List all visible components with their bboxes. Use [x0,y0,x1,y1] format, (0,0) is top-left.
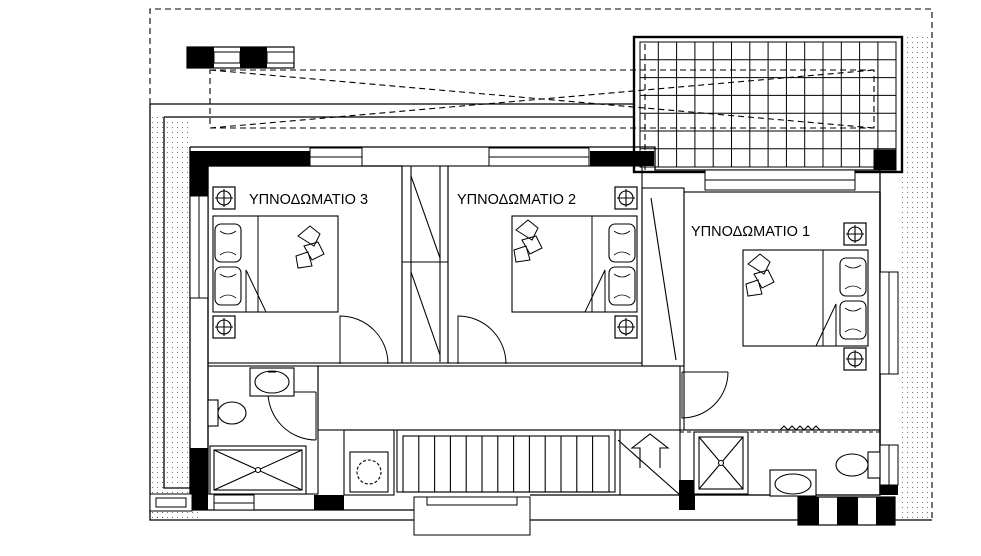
label-bedroom-2: ΥΠΝΟΔΩΜΑΤΙΟ 2 [457,192,576,208]
bathroom-left-fixtures [207,367,389,495]
bed-bedroom-2 [511,215,638,313]
staircase [396,429,681,496]
bed-bedroom-1 [742,249,869,347]
bed-bedroom-3 [212,215,339,313]
solid-wall-fill [190,151,898,510]
balcony-rail-bottom [797,496,896,526]
windows [149,147,899,536]
label-bedroom-3: ΥΠΝΟΔΩΜΑΤΙΟ 3 [249,192,368,208]
label-bedroom-1: ΥΠΝΟΔΩΜΑΤΙΟ 1 [691,224,810,240]
balcony-rail-top [186,46,295,69]
dotted-parapet [150,37,932,520]
pergola-grid [632,35,904,174]
bathroom-right-fixtures [680,425,881,497]
doors [267,315,729,441]
